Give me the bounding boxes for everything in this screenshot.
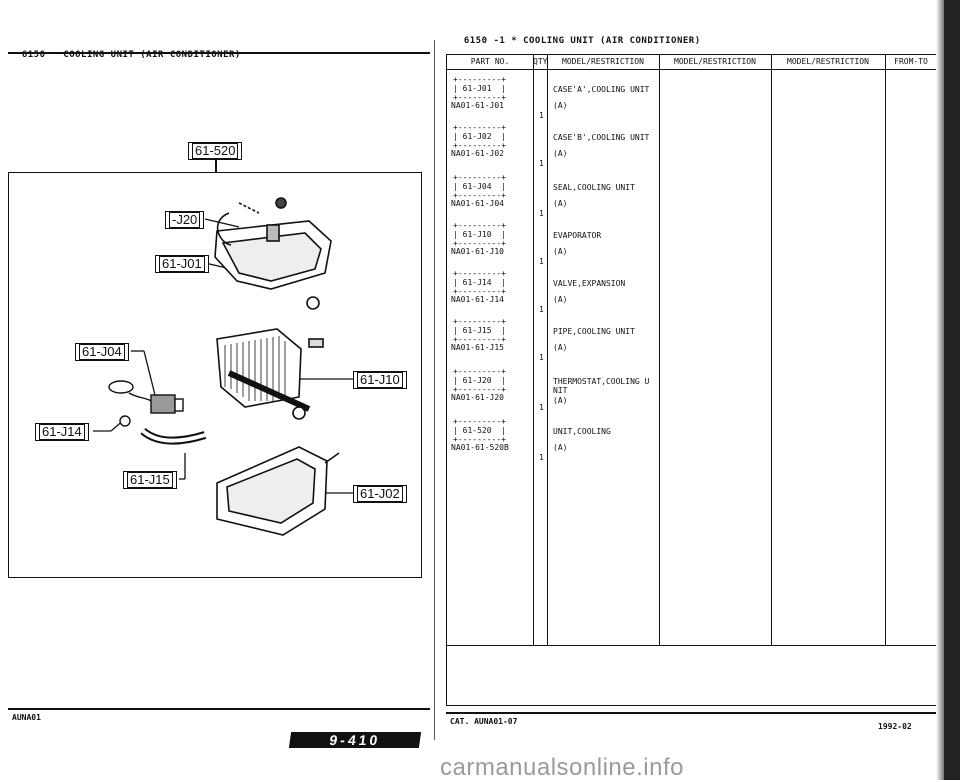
part-description: SEAL,COOLING UNIT	[553, 183, 635, 192]
exploded-diagram: -J20 61-J01 61-J04 61-J10 61-J14 61-J15 …	[8, 172, 422, 578]
col-header-from-to: FROM-TO	[885, 55, 937, 70]
part-number: NA01-61-520B	[451, 443, 509, 452]
part-model: (A)	[553, 199, 568, 208]
part-key-box: +---------+ | 61-J20 | +---------+	[453, 367, 506, 394]
left-section-code: 6150	[21, 50, 46, 60]
right-header: 6150 -1 * COOLING UNIT (AIR CONDITIONER)	[452, 26, 701, 46]
part-description: VALVE,EXPANSION	[553, 279, 626, 288]
col-header-model-2: MODEL/RESTRICTION	[659, 55, 771, 70]
callout-61-J04: 61-J04	[75, 343, 129, 361]
part-model: (A)	[553, 343, 568, 352]
col-header-qty: QTY	[533, 55, 547, 70]
catalog-date: 1992-02	[878, 722, 912, 731]
left-header: 6150 COOLING UNIT (AIR CONDITIONER)	[10, 40, 241, 60]
part-key-box: +---------+ | 61-520 | +---------+	[453, 417, 506, 444]
part-number: NA01-61-J10	[451, 247, 504, 256]
part-model: (A)	[553, 396, 568, 405]
col-header-model-1: MODEL/RESTRICTION	[547, 55, 659, 70]
part-qty: 1	[539, 257, 544, 266]
part-key-box: +---------+ | 61-J10 | +---------+	[453, 221, 506, 248]
left-footer-rule	[8, 708, 430, 710]
catalog-number: CAT. AUNA01-07	[450, 717, 518, 726]
cooling-unit-illustration	[93, 197, 353, 536]
part-description: CASE'B',COOLING UNIT	[553, 133, 650, 142]
scan-edge-shadow	[936, 0, 944, 780]
part-description: CASE'A',COOLING UNIT	[553, 85, 650, 94]
part-qty: 1	[539, 159, 544, 168]
part-model: (A)	[553, 101, 568, 110]
part-number: NA01-61-J15	[451, 343, 504, 352]
part-description: PIPE,COOLING UNIT	[553, 327, 635, 336]
callout-61-J15: 61-J15	[123, 471, 177, 489]
part-model: (A)	[553, 295, 568, 304]
part-qty: 1	[539, 111, 544, 120]
callout-61-J02: 61-J02	[353, 485, 407, 503]
part-number: NA01-61-J04	[451, 199, 504, 208]
watermark-text: carmanualsonline.info	[440, 754, 684, 781]
left-footer-code: AUNA01	[12, 713, 41, 722]
right-footer-rule	[446, 712, 936, 714]
part-qty: 1	[539, 453, 544, 462]
part-qty: 1	[539, 209, 544, 218]
part-number: NA01-61-J20	[451, 393, 504, 402]
callout-61-J20: -J20	[165, 211, 205, 229]
callout-61-J10: 61-J10	[353, 371, 407, 389]
part-key-box: +---------+ | 61-J02 | +---------+	[453, 123, 506, 150]
right-section-code: 6150	[463, 36, 488, 46]
part-key-box: +---------+ | 61-J04 | +---------+	[453, 173, 506, 200]
right-section-suffix: -1 *	[493, 36, 518, 46]
col-header-part-no: PART NO.	[447, 55, 533, 70]
part-qty: 1	[539, 305, 544, 314]
right-section-title: COOLING UNIT (AIR CONDITIONER)	[523, 36, 701, 46]
part-key-box: +---------+ | 61-J14 | +---------+	[453, 269, 506, 296]
part-model: (A)	[553, 443, 568, 452]
part-key-box: +---------+ | 61-J15 | +---------+	[453, 317, 506, 344]
part-qty: 1	[539, 403, 544, 412]
part-number: NA01-61-J14	[451, 295, 504, 304]
left-header-rule	[8, 52, 430, 54]
callout-61-J01: 61-J01	[155, 255, 209, 273]
part-description: EVAPORATOR	[553, 231, 602, 240]
page-divider	[434, 40, 436, 740]
page-stamp: 9-410	[288, 732, 422, 748]
part-model: (A)	[553, 247, 568, 256]
parts-table: PART NO. QTY MODEL/RESTRICTION MODEL/RES…	[446, 54, 938, 706]
scan-edge	[944, 0, 960, 780]
left-section-title: COOLING UNIT (AIR CONDITIONER)	[63, 50, 241, 60]
col-header-model-3: MODEL/RESTRICTION	[771, 55, 885, 70]
part-number: NA01-61-J02	[451, 149, 504, 158]
part-description: THERMOSTAT,COOLING U NIT	[553, 377, 650, 395]
part-description: UNIT,COOLING	[553, 427, 611, 436]
part-number: NA01-61-J01	[451, 101, 504, 110]
part-qty: 1	[539, 353, 544, 362]
callout-61-520-leader	[215, 158, 217, 172]
callout-61-J14: 61-J14	[35, 423, 89, 441]
part-model: (A)	[553, 149, 568, 158]
part-key-box: +---------+ | 61-J01 | +---------+	[453, 75, 506, 102]
